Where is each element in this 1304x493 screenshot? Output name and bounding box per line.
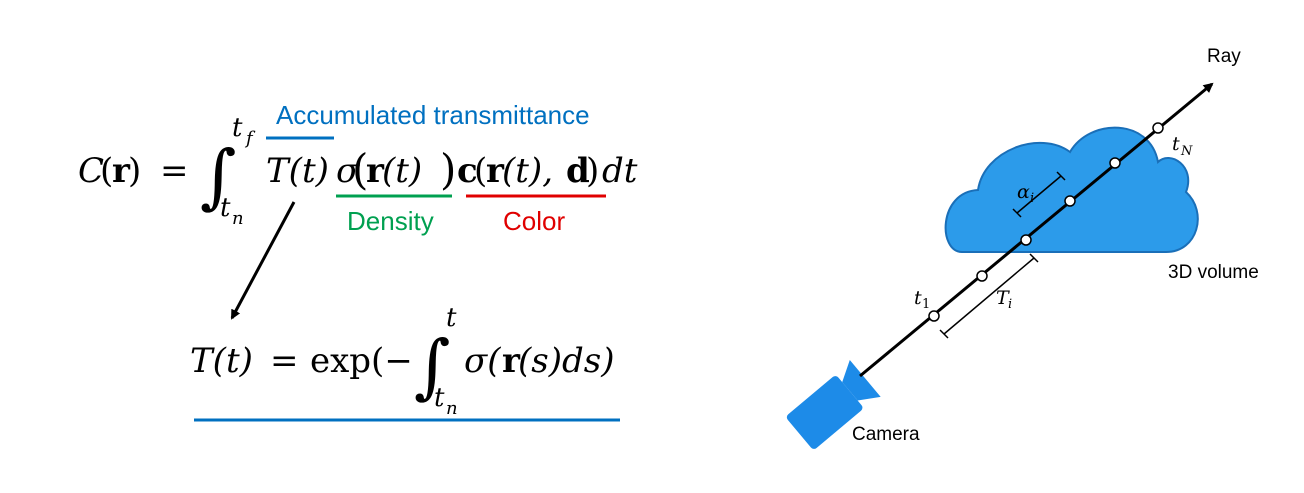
upper-limit-sub-f: f [244,128,256,149]
cloud-volume [944,126,1199,253]
term-sigma: σ [336,151,360,191]
eq-lhs-paren-close: ) [128,151,141,191]
teq-rest: (s)ds) [518,341,614,381]
sample-point [1109,157,1121,169]
eq-lhs-paren-open: ( [100,151,113,191]
sample-point-t1 [928,310,940,322]
Ti-sub: i [1008,297,1012,312]
tN-label: t [1172,133,1180,155]
term-color-d: d [566,151,590,191]
sample-point-tN [1152,122,1164,134]
term-color-c: c [457,151,478,191]
density-label: Density [347,206,434,236]
camera-label: Camera [852,424,920,445]
volume-label: 3D volume [1168,262,1259,283]
eq-lhs-C: C [78,151,104,191]
teq-exp: exp(− [310,341,413,381]
term-color-paren-open: ( [474,151,487,191]
sample-point [1020,234,1032,246]
alpha-sub: i [1030,191,1034,206]
term-color-t: (t), [502,151,553,191]
teq-equals: = [270,341,299,381]
term-annotations: Accumulated transmittance Density Color [266,100,606,236]
ray-line [859,82,1214,378]
integral-sign: ∫ [200,135,236,217]
sample-point [1064,195,1076,207]
sample-point [976,270,988,282]
Ti-label: T [996,287,1010,309]
teq-sigma: σ( [464,341,501,381]
term-sigma-r: r [366,151,385,191]
transmittance-interval-bracket [939,253,1039,339]
camera-icon [786,360,881,449]
term-sigma-paren-open: ( [352,145,368,194]
accumulated-transmittance-label: Accumulated transmittance [276,100,590,130]
teq-r: r [502,341,521,381]
alpha-interval-bracket [1012,171,1066,218]
term-sigma-paren-close: ) [440,145,456,194]
alpha-label: α [1017,181,1030,203]
teq-upper-limit: t [446,303,457,333]
term-sigma-t: (t) [382,151,422,191]
transmittance-equation: T(t) = exp(− ∫ t t n σ( r (s)ds) [190,303,620,422]
rendering-equation: C ( r ) = ∫ t f t n T(t) σ ( r (t) ) c (… [78,113,638,229]
ray-diagram: Ray 3D volume Camera t 1 t N α i T i [786,46,1259,449]
teq-T: T(t) [190,341,253,381]
teq-lower-limit-t: t [434,383,445,413]
ray-label: Ray [1207,46,1241,67]
term-color-r: r [486,151,505,191]
teq-integral-sign: ∫ [414,325,450,407]
term-transmittance: T(t) [266,151,329,191]
tN-sub: N [1180,144,1193,159]
lower-limit-t: t [220,193,231,223]
term-dt: dt [602,151,638,191]
lower-limit-sub-n: n [232,208,244,229]
upper-limit-t: t [232,113,243,143]
eq-equals: = [160,151,189,191]
term-color-paren-close: ) [586,151,599,191]
definition-arrow [230,201,296,320]
sample-points [928,122,1164,322]
t1-sub: 1 [922,297,930,312]
teq-lower-limit-sub: n [446,398,458,419]
t1-label: t [914,287,922,309]
color-label: Color [503,206,565,236]
eq-lhs-r: r [112,151,131,191]
